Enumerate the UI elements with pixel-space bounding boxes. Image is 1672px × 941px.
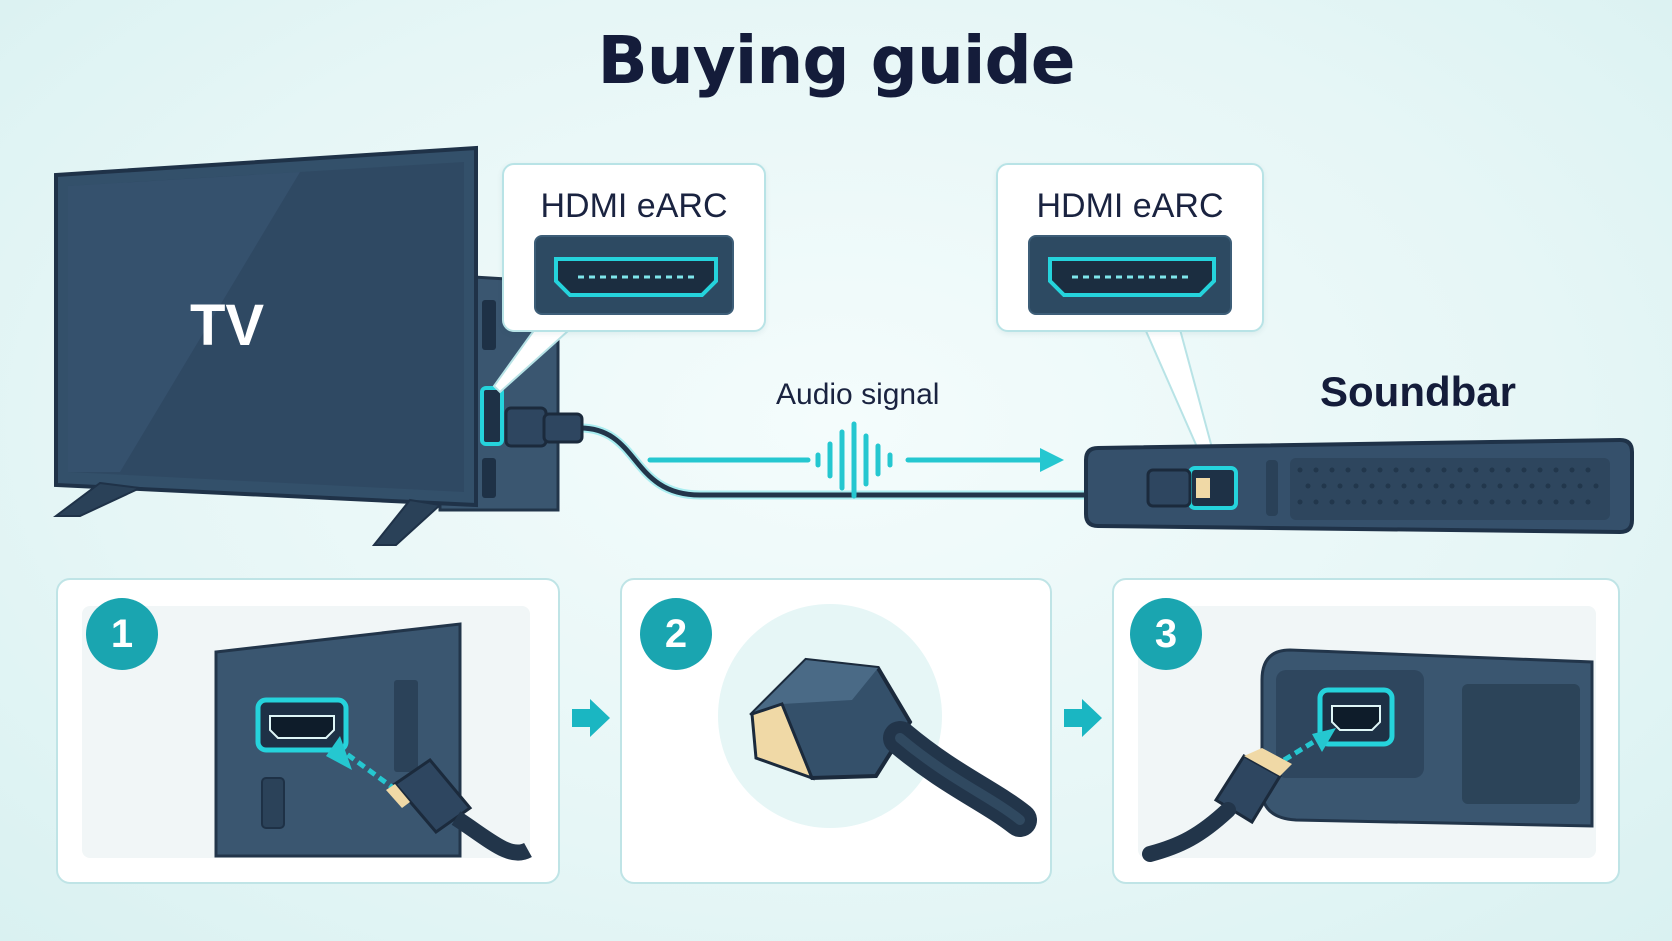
callout-tv-port-label: HDMI eARC xyxy=(540,187,728,225)
callout-tv-port: HDMI eARC xyxy=(502,163,766,332)
soundbar-grille-dots xyxy=(1297,467,1599,505)
tv-leg-right xyxy=(371,498,443,546)
hdmi-port-icon xyxy=(1048,257,1216,297)
callout-soundbar-port-box xyxy=(1028,235,1232,315)
tv-side-port-hdmi xyxy=(480,386,504,446)
tv-side-port-top xyxy=(482,300,496,350)
tv-side-port-bottom xyxy=(482,458,496,498)
hdmi-plug-icon xyxy=(386,757,532,861)
soundbar-grille xyxy=(1290,458,1610,520)
audio-signal-label: Audio signal xyxy=(776,378,940,411)
step-3-badge: 3 xyxy=(1130,598,1202,670)
soundbar-cable-plug xyxy=(1146,468,1192,508)
step-1-badge: 1 xyxy=(86,598,158,670)
soundbar-cable-plug-tip xyxy=(1196,478,1210,498)
callout-soundbar-port: HDMI eARC xyxy=(996,163,1264,332)
tv-screen-glare xyxy=(68,172,300,472)
callout-tv-port-box xyxy=(534,235,734,315)
soundbar-label: Soundbar xyxy=(1320,368,1516,415)
callout-soundbar-port-label: HDMI eARC xyxy=(1036,187,1224,225)
step-2-badge: 2 xyxy=(640,598,712,670)
hdmi-port-icon xyxy=(554,257,718,297)
step-arrow-1 xyxy=(572,699,610,737)
tv-label: TV xyxy=(190,293,265,358)
insert-arrow xyxy=(342,749,398,793)
sound-wave-icon xyxy=(815,421,893,499)
step-arrow-2 xyxy=(1064,699,1102,737)
page-title: Buying guide xyxy=(597,22,1075,99)
hdmi-plug-icon xyxy=(1142,748,1292,862)
tv-leg-left xyxy=(53,481,144,517)
insert-arrow xyxy=(1282,735,1322,763)
closeup-port-small xyxy=(261,777,285,829)
closeup-grille xyxy=(1462,684,1580,804)
tv-cable-plug-boot xyxy=(542,412,584,444)
soundbar-button xyxy=(1266,460,1278,516)
hdmi-plug-icon xyxy=(749,657,1037,837)
